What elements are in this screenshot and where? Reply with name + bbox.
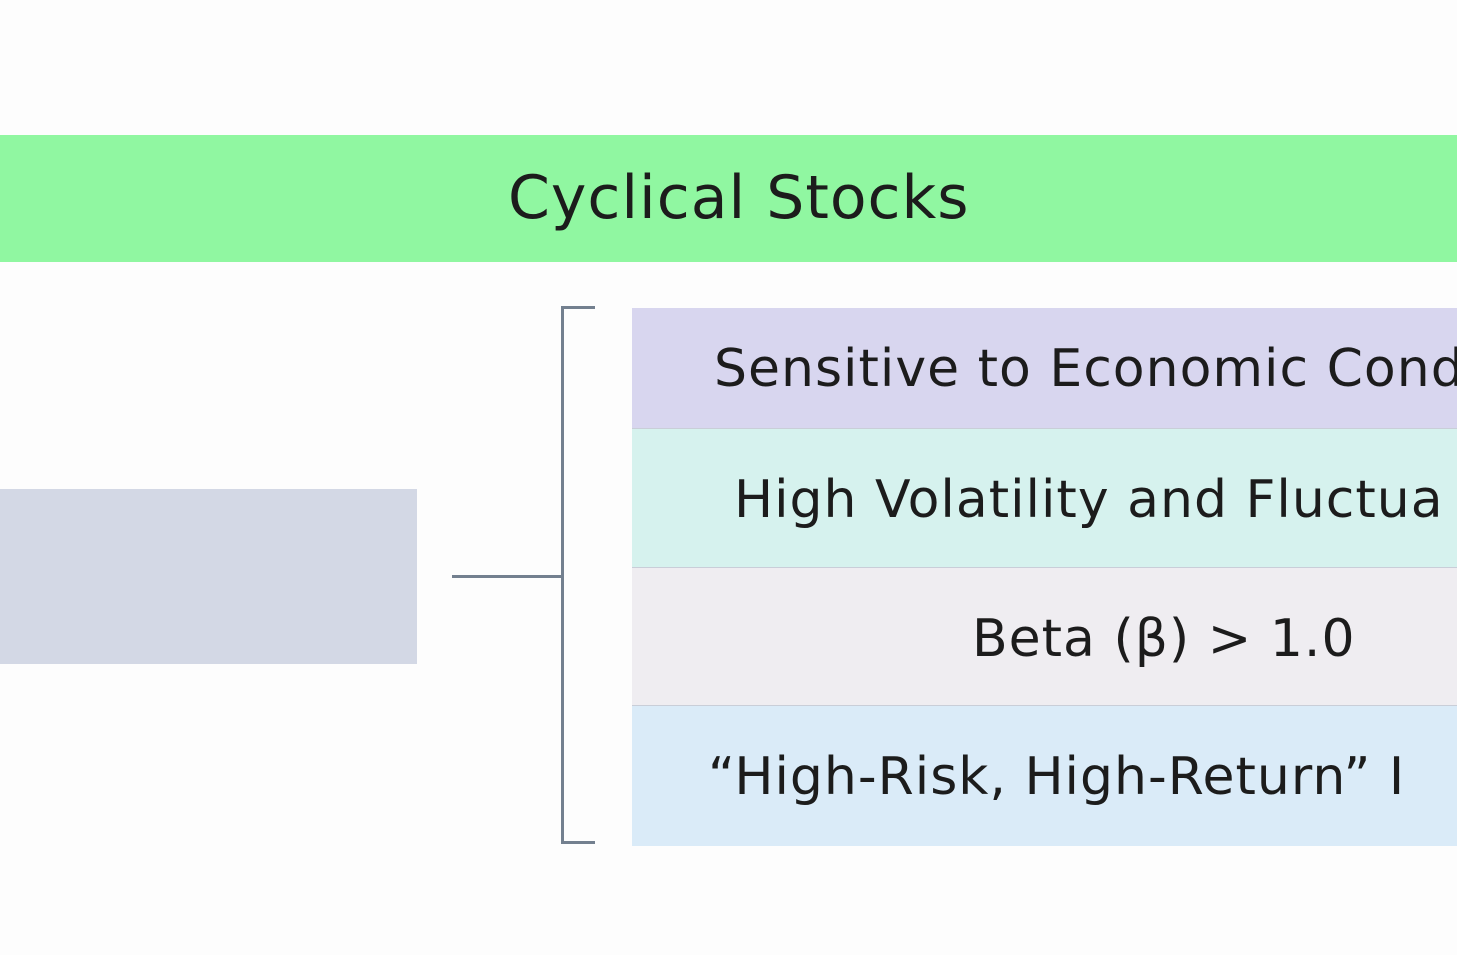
grouping-bracket	[561, 306, 595, 844]
title-banner	[0, 135, 1457, 262]
list-item: Sensitive to Economic Cond	[632, 308, 1457, 429]
characteristics-list: Sensitive to Economic Cond High Volatili…	[632, 308, 1457, 846]
list-item: “High-Risk, High-Return” I	[632, 706, 1457, 846]
list-item: High Volatility and Fluctua	[632, 429, 1457, 568]
list-item-text: “High-Risk, High-Return” I	[708, 747, 1406, 807]
list-item: Beta (β) > 1.0	[632, 568, 1457, 706]
list-item-text: High Volatility and Fluctua	[734, 470, 1444, 530]
list-item-text: Beta (β) > 1.0	[972, 609, 1356, 669]
list-item-text: Sensitive to Economic Cond	[714, 339, 1457, 399]
diagram-title: Cyclical Stocks	[508, 163, 970, 233]
connector-line	[452, 575, 563, 578]
category-box	[0, 489, 417, 664]
